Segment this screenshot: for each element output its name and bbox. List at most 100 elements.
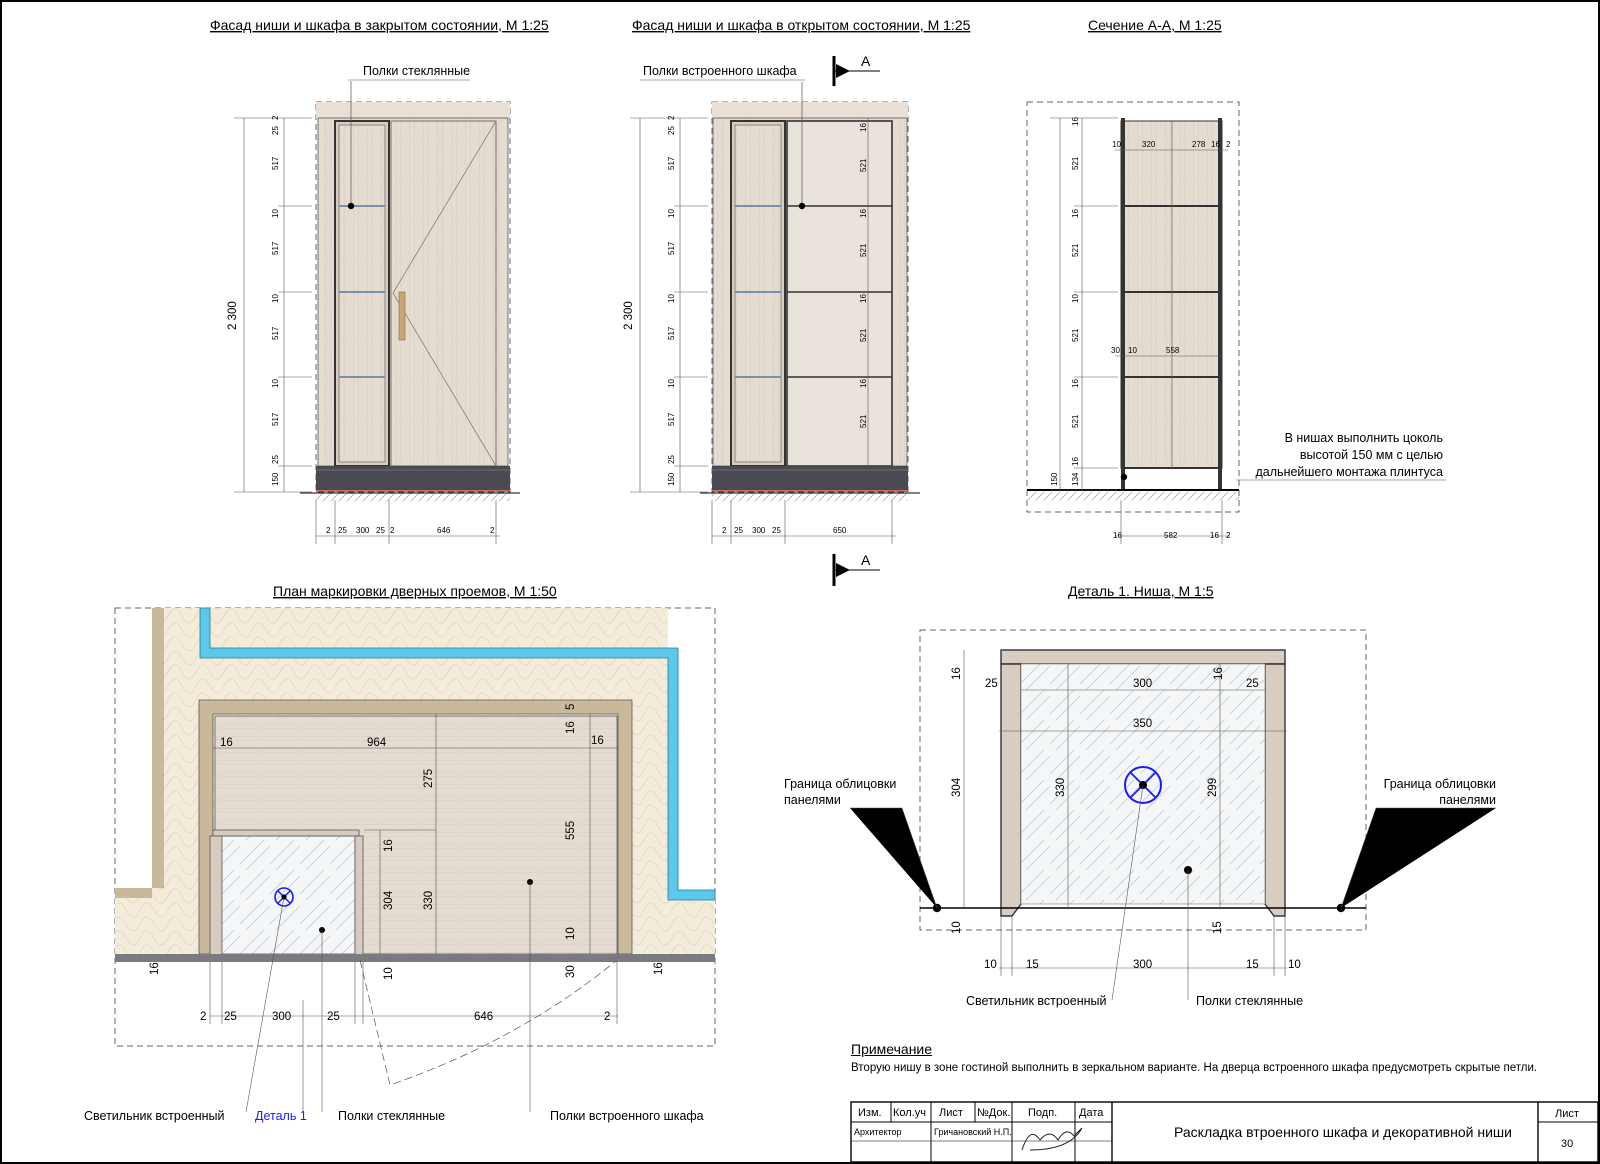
plinth-note-line1: В нишах выполнить цоколь (1285, 431, 1443, 445)
dim-sec-v1: 521 (1071, 156, 1080, 170)
dim-ol-v2: 517 (667, 156, 676, 170)
tb-sheet-label: Лист (1555, 1108, 1579, 1120)
title-facade-open: Фасад ниши и шкафа в открытом состоянии,… (632, 17, 971, 33)
dim-cl-v8: 517 (271, 412, 280, 426)
title-block (850, 1101, 1599, 1163)
dim-sec-v10: 150 (1050, 472, 1059, 486)
dim-or-v6: 16 (859, 379, 868, 388)
detail-label-glass-shelves: Полки стеклянные (1196, 994, 1303, 1008)
dim-sec-m0: 30 (1111, 346, 1120, 355)
dim-cb-6: 2 (490, 526, 495, 535)
tb-header-list: Лист (939, 1107, 963, 1119)
detail-dim-b1: 15 (1026, 959, 1039, 971)
plan-label-lamp: Светильник встроенный (84, 1109, 225, 1123)
dim-cl-v5: 10 (271, 294, 280, 303)
plan-dim-964: 964 (367, 737, 387, 749)
dim-ob-4: 650 (833, 526, 847, 535)
dim-sec-v3: 521 (1071, 243, 1080, 257)
facade-closed (300, 81, 520, 501)
dim-ol-v6: 517 (667, 326, 676, 340)
section-aa (1026, 101, 1240, 513)
plan-dim-16b: 16 (591, 735, 604, 747)
dim-cl-v1: 25 (271, 126, 280, 135)
plan-dim-10b: 10 (565, 927, 577, 940)
dim-cb-0: 2 (326, 526, 331, 535)
detail-label-border-left-2: панелями (784, 793, 841, 807)
detail-dim-299: 299 (1207, 778, 1219, 797)
dim-sec-v9: 134 (1071, 472, 1080, 486)
plan-dim-b4: 646 (474, 1011, 493, 1023)
dim-or-v5: 521 (859, 328, 868, 342)
label-builtin-shelves-1: Полки встроенного шкафа (643, 64, 797, 78)
dim-sec-t4: 2 (1226, 140, 1231, 149)
dim-sec-v4: 10 (1071, 294, 1080, 303)
dim-cl-v4: 517 (271, 241, 280, 255)
plan-dim-b0: 2 (200, 1011, 206, 1023)
dim-ol-v7: 10 (667, 379, 676, 388)
title-plan: План маркировки дверных проемов, М 1:50 (273, 583, 557, 599)
dim-ol-v8: 517 (667, 412, 676, 426)
section-mark-top-label: А (861, 53, 871, 69)
dim-sec-t0: 10 (1112, 140, 1121, 149)
signature (1021, 1127, 1083, 1151)
plan-label-glass-shelves: Полки стеклянные (338, 1109, 445, 1123)
dim-ob-2: 300 (752, 526, 766, 535)
plan-dim-b3: 25 (327, 1011, 340, 1023)
dim-sec-v8: 16 (1071, 457, 1080, 466)
plan (114, 607, 716, 1113)
detail-dim-b3: 15 (1246, 959, 1259, 971)
dim-cl-v3: 10 (271, 209, 280, 218)
dim-sec-b3: 2 (1226, 531, 1231, 540)
detail-dim-16r: 16 (1213, 667, 1225, 680)
tb-role: Архитектор (854, 1127, 902, 1137)
dim-cl-v7: 10 (271, 379, 280, 388)
detail-dim-b2: 300 (1133, 959, 1152, 971)
dim-open-bottom (711, 500, 896, 544)
plan-dim-10a: 10 (383, 967, 395, 980)
plan-dim-330: 330 (423, 891, 435, 910)
tb-header-sign: Подп. (1028, 1107, 1057, 1119)
dim-cb-3: 25 (376, 526, 385, 535)
detail-dim-25l: 25 (985, 678, 998, 690)
dim-ol-v1: 25 (667, 126, 676, 135)
dim-sec-v6: 16 (1071, 379, 1080, 388)
plan-dim-275: 275 (423, 769, 435, 788)
dim-cl-v9: 25 (271, 455, 280, 464)
plan-dim-b2: 300 (272, 1011, 291, 1023)
dim-cb-1: 25 (338, 526, 347, 535)
detail-niche (850, 629, 1496, 1001)
note-title: Примечание (851, 1041, 933, 1057)
plan-dim-304: 304 (383, 890, 395, 910)
plan-dim-30: 30 (565, 965, 577, 978)
dim-ol-v4: 517 (667, 241, 676, 255)
dim-sec-v0: 16 (1071, 117, 1080, 126)
dim-cb-2: 300 (356, 526, 370, 535)
dim-or-v2: 16 (859, 209, 868, 218)
dim-section (1050, 117, 1230, 544)
title-section: Сечение А-А, М 1:25 (1088, 17, 1222, 33)
dim-sec-v5: 521 (1071, 328, 1080, 342)
plan-label-detail-ref[interactable]: Деталь 1 (255, 1109, 307, 1123)
dim-sec-v7: 521 (1071, 414, 1080, 428)
tb-name: Гричановский Н.П. (934, 1127, 1012, 1137)
facade-open (700, 82, 920, 501)
plan-dim-5: 5 (565, 704, 577, 710)
section-mark-bottom-label: А (861, 552, 871, 568)
plinth-note-line2: высотой 150 мм с целью (1300, 448, 1443, 462)
dim-open-vertical (630, 117, 869, 493)
dim-ol-v0: 2 (667, 115, 676, 120)
dim-sec-t2: 278 (1192, 140, 1206, 149)
dim-cl-v6: 517 (271, 326, 280, 340)
dim-ol-v9: 25 (667, 455, 676, 464)
dim-or-v0: 16 (859, 123, 868, 132)
dim-ol-v3: 10 (667, 209, 676, 218)
title-detail: Деталь 1. Ниша, М 1:5 (1068, 583, 1214, 599)
label-glass-shelves-1: Полки стеклянные (363, 64, 470, 78)
dim-cb-4: 2 (390, 526, 395, 535)
plan-dim-555: 555 (565, 821, 577, 840)
dim-sec-m1: 10 (1128, 346, 1137, 355)
detail-dim-16l: 16 (951, 667, 963, 680)
dim-cl-v2: 517 (271, 156, 280, 170)
dim-closed-bottom (315, 500, 500, 544)
